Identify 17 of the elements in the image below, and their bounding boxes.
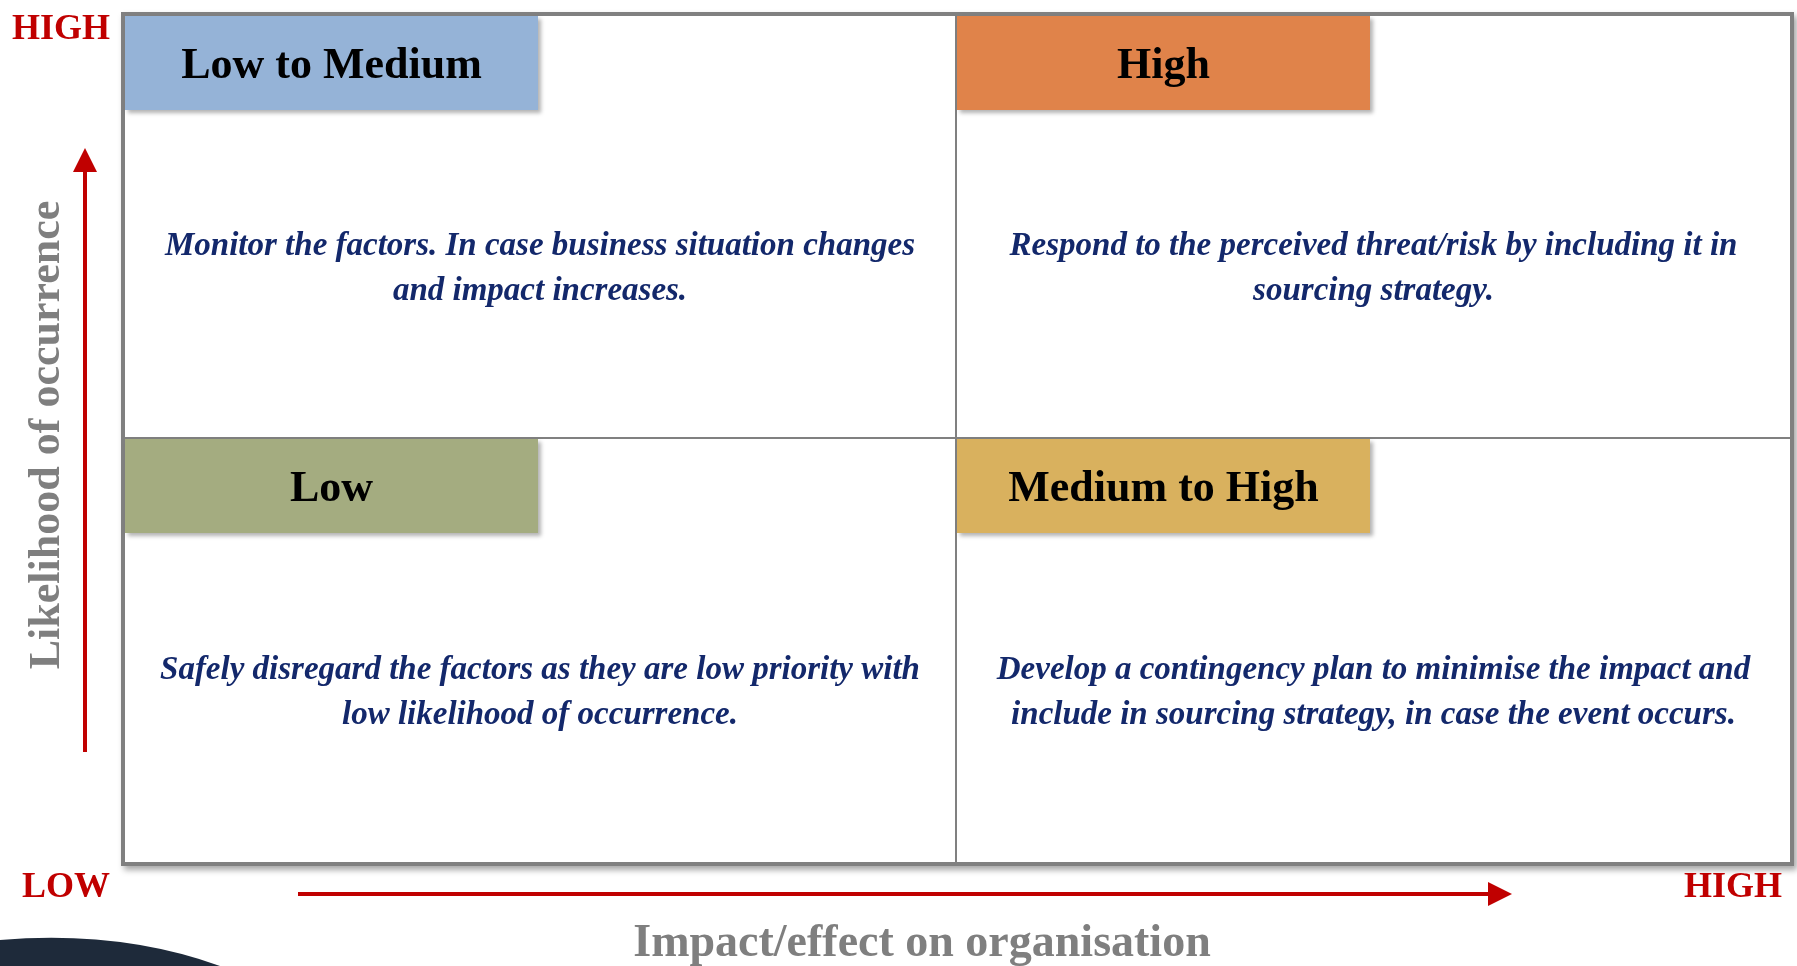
quadrant-description: Safely disregard the factors as they are low priority with low likelihood of occurrence. xyxy=(159,649,921,733)
quadrant-header: Medium to High xyxy=(957,439,1370,533)
quadrant-description: Respond to the perceived threat/risk by including it in sourcing strategy. xyxy=(1008,225,1739,309)
quadrant-panel xyxy=(957,439,1790,862)
axis-end-label: HIGH xyxy=(1684,864,1782,906)
quadrant-header: High xyxy=(957,16,1370,110)
axis-end-label: LOW xyxy=(22,864,110,906)
quadrant-panel xyxy=(125,16,957,439)
quadrant-header: Low xyxy=(125,439,538,533)
quadrant-description: Monitor the factors. In case business situation changes and impact increases. xyxy=(163,225,916,309)
y-axis-title: Likelihood of occurrence xyxy=(18,200,70,670)
quadrant-panel xyxy=(125,439,957,862)
axis-end-label: HIGH xyxy=(12,6,110,48)
quadrant-panel xyxy=(957,16,1790,439)
quadrant-header: Low to Medium xyxy=(125,16,538,110)
quadrant-description: Develop a contingency plan to minimise the impact and include in sourcing strategy, in case the event occurs. xyxy=(995,649,1752,733)
x-axis-title: Impact/effect on organisation xyxy=(633,913,1211,966)
